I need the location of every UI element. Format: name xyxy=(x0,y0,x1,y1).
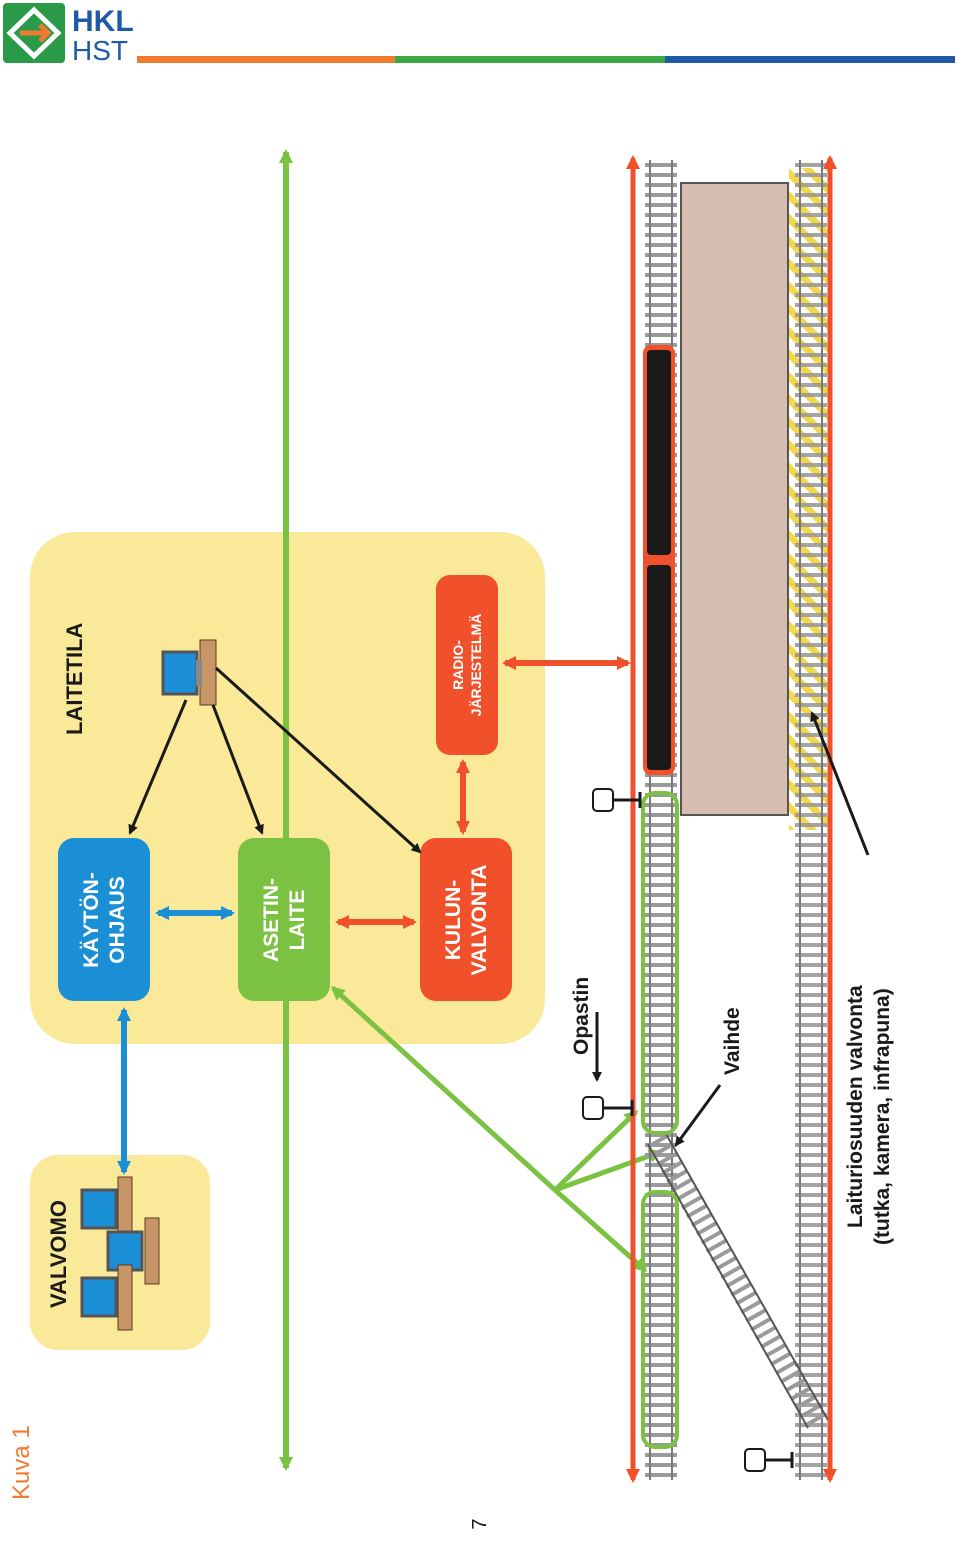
laituri-label-1: Laituriosuuden valvonta xyxy=(844,985,867,1228)
vaihde-arrow xyxy=(674,1084,722,1147)
laituri-label-2: (tutka, kamera, infrapuna) xyxy=(871,988,894,1245)
radio-label-1: RADIO- xyxy=(450,640,466,690)
control-arrow xyxy=(128,699,188,835)
link-arrow xyxy=(554,1149,663,1193)
workstation-icon xyxy=(161,639,217,706)
kulunvalvonta-box xyxy=(420,838,512,1001)
logo-text-hkl: HKL xyxy=(72,5,134,38)
laituri-arrow xyxy=(810,711,870,856)
control-arrow xyxy=(211,704,264,835)
kulunvalvonta-label-2: VALVONTA xyxy=(468,865,491,976)
header-stripe xyxy=(137,56,955,63)
kulunvalvonta-label-1: KULUN- xyxy=(442,880,465,960)
train-icon xyxy=(643,345,675,775)
link-arrow xyxy=(330,985,557,1192)
asetinlaite-label-2: LAITE xyxy=(286,890,309,951)
asetinlaite-label-1: ASETIN- xyxy=(260,878,283,962)
kaytonohjaus-label-1: KÄYTÖN- xyxy=(80,872,103,968)
signal-icon xyxy=(592,788,642,812)
signal-icon xyxy=(582,1096,634,1120)
logo-text-hst: HST xyxy=(72,35,128,66)
figure-caption: Kuva 1 xyxy=(8,1425,35,1500)
switch-track xyxy=(646,1133,829,1431)
platform xyxy=(680,182,789,816)
link-arrow xyxy=(553,1109,639,1192)
page-number: 7 xyxy=(469,1518,491,1529)
signal-icon xyxy=(744,1448,794,1472)
kaytonohjaus-label-2: OHJAUS xyxy=(106,876,129,964)
asetinlaite-box xyxy=(238,838,330,1001)
radio-label-2: JÄRJESTELMÄ xyxy=(468,614,484,717)
logo-icon xyxy=(3,3,65,63)
workstation-icon xyxy=(80,1264,133,1331)
control-arrow xyxy=(214,666,422,854)
track-section xyxy=(641,791,679,1135)
radiojarjestelma-box xyxy=(436,575,498,755)
valvomo-title: VALVOMO xyxy=(46,1200,71,1308)
kaytonohjaus-box xyxy=(58,838,150,1001)
vaihde-label: Vaihde xyxy=(721,1007,744,1075)
track-section xyxy=(641,1190,679,1449)
workstation-icon xyxy=(80,1176,133,1241)
workstation-icon xyxy=(106,1217,160,1285)
track-right xyxy=(795,160,827,1480)
laitetila-title: LAITETILA xyxy=(62,622,87,735)
opastin-label: Opastin xyxy=(570,977,593,1055)
